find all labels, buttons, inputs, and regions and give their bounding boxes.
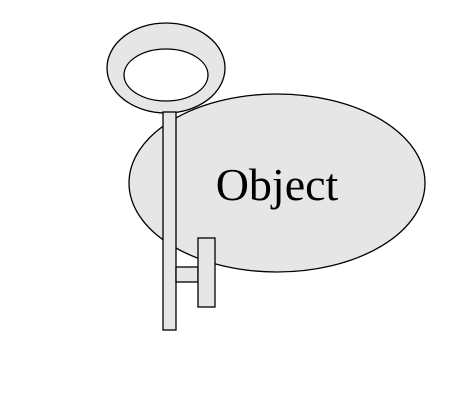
key-icon xyxy=(106,22,226,331)
object-ellipse xyxy=(128,93,426,273)
key-bit-connector xyxy=(175,266,199,283)
key-bow xyxy=(106,22,226,114)
object-label: Object xyxy=(216,159,339,210)
key-bit xyxy=(197,237,216,308)
key-shaft xyxy=(162,111,177,331)
